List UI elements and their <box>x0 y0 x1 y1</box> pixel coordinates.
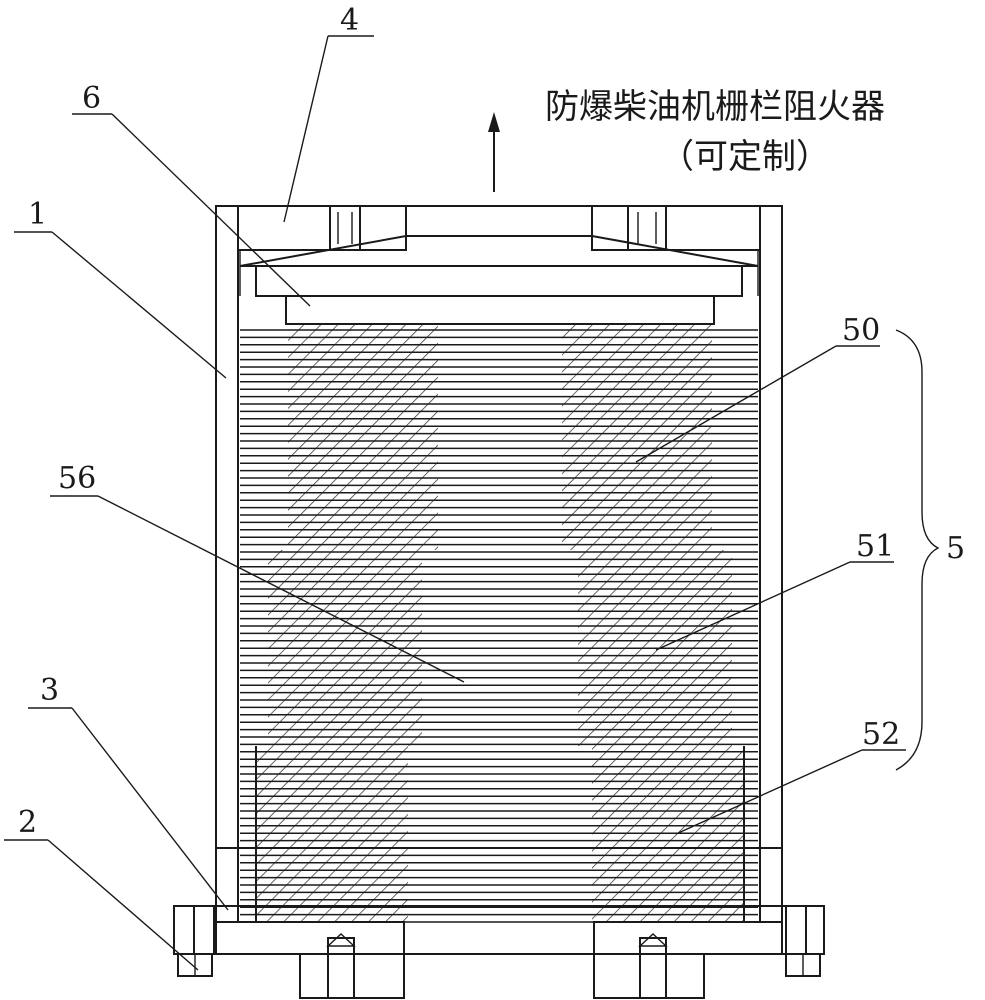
svg-text:52: 52 <box>862 717 900 752</box>
svg-text:56: 56 <box>58 461 96 496</box>
label-1: 1 <box>14 197 227 379</box>
bolt-right <box>785 905 825 977</box>
svg-text:2: 2 <box>18 805 37 840</box>
title-line-2: （可定制） <box>660 137 830 177</box>
svg-text:6: 6 <box>82 81 101 116</box>
svg-text:50: 50 <box>842 313 880 348</box>
svg-text:51: 51 <box>856 529 894 564</box>
label-51: 51 <box>655 529 894 651</box>
label-3: 3 <box>28 673 229 911</box>
label-50: 50 <box>635 313 880 463</box>
label-4: 4 <box>283 3 374 223</box>
top-cover <box>237 205 761 297</box>
label-5-brace: 5 <box>895 329 965 771</box>
svg-text:5: 5 <box>946 531 965 566</box>
grid-group-50 <box>288 324 712 550</box>
title-line-1: 防爆柴油机栅栏阻火器 <box>545 87 885 127</box>
label-56: 56 <box>50 461 465 683</box>
label-52: 52 <box>675 717 906 835</box>
svg-text:4: 4 <box>340 3 359 38</box>
grid-group-52 <box>256 746 744 922</box>
flow-arrow-icon <box>488 112 500 192</box>
svg-text:3: 3 <box>40 673 59 708</box>
bolt-left <box>173 905 215 977</box>
svg-text:1: 1 <box>28 197 47 232</box>
pressure-plate <box>285 295 715 325</box>
label-6: 6 <box>72 81 311 307</box>
label-2: 2 <box>4 805 199 971</box>
